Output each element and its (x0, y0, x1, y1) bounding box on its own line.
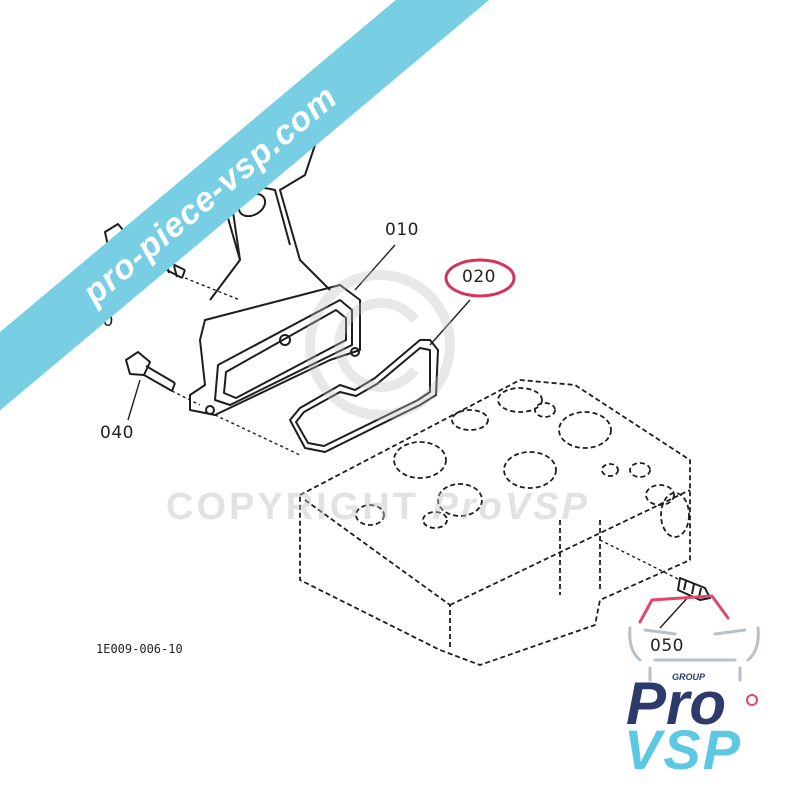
copyright-prefix: COPYRIGHT (166, 486, 419, 528)
label-part-020: 020 (462, 267, 496, 287)
logo-group-text: GROUP (672, 672, 706, 682)
copyright-watermark: COPYRIGHT ProVSP (166, 486, 590, 529)
highlight-ring-020 (444, 258, 516, 298)
logo-pro-text: Pro (626, 670, 727, 737)
label-part-040: 040 (100, 423, 134, 443)
label-part-050: 050 (650, 636, 684, 656)
stud-050 (677, 577, 711, 601)
label-part-010: 010 (385, 220, 419, 240)
gasket-020 (289, 339, 439, 453)
logo-vsp-text: VSP (624, 718, 743, 781)
provsp-logo: GROUP Pro VSP (620, 590, 780, 781)
drawing-code: 1E009-006-10 (96, 642, 183, 656)
copyright-brand: ProVSP (432, 486, 590, 528)
copyright-emblem (305, 270, 455, 420)
cylinder-head (299, 379, 691, 666)
bolt-040 (125, 351, 176, 392)
car-logo-icon (628, 594, 760, 706)
